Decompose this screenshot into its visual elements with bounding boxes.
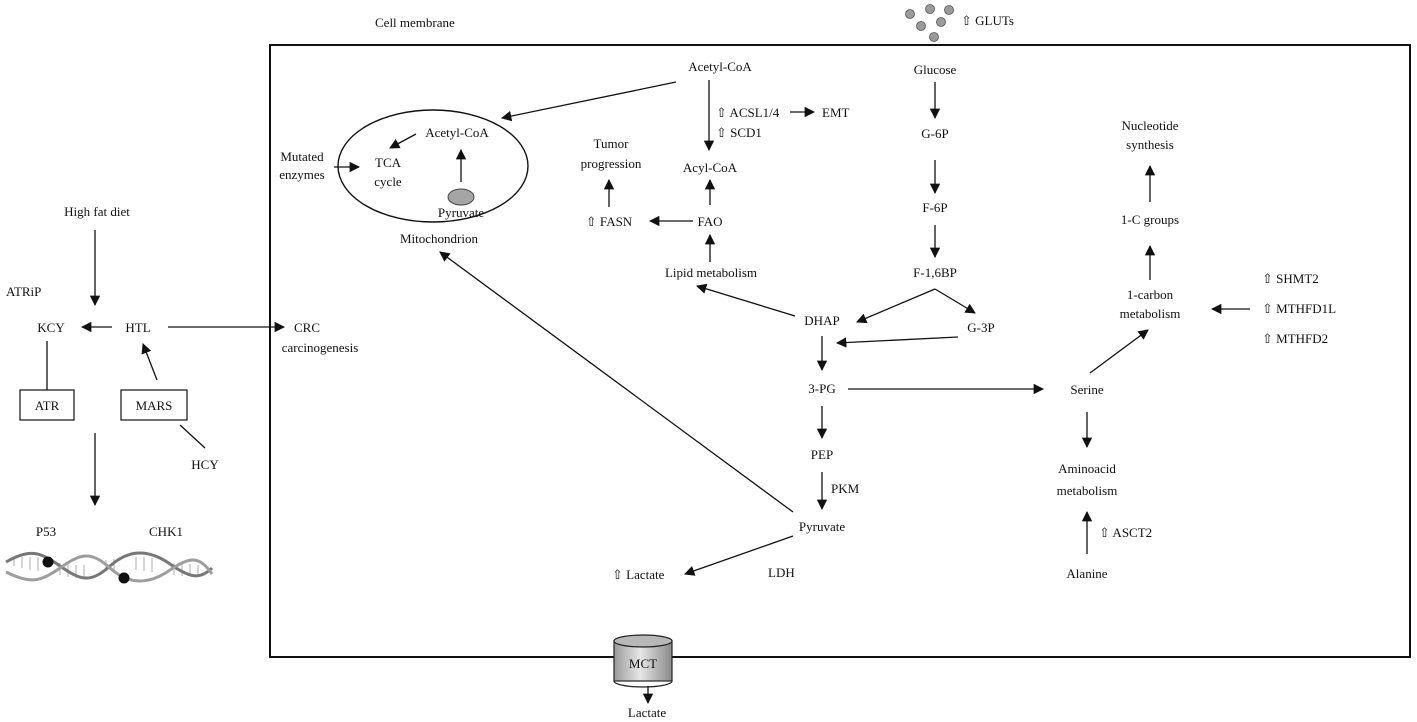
- aminoacid-metabolism-label-line2: metabolism: [1057, 483, 1118, 498]
- acetylcoa-label: Acetyl-CoA: [688, 59, 752, 74]
- pyruvate-to-lactate-arrow: [684, 535, 794, 576]
- crc-label-line1: CRC: [294, 320, 320, 335]
- mthfd1l-label: ⇧ MTHFD1L: [1262, 301, 1336, 316]
- acylcoa-label: Acyl-CoA: [683, 160, 738, 175]
- chk1-label: CHK1: [149, 524, 183, 539]
- atrip-label: ATRiP: [6, 284, 41, 299]
- fao-label: FAO: [697, 214, 722, 229]
- glut-particles-icon: [905, 4, 954, 42]
- hcy-label: HCY: [191, 457, 219, 472]
- p53-label: P53: [36, 524, 56, 539]
- atr-box: [19, 389, 75, 421]
- pep-label: PEP: [811, 447, 833, 462]
- g6p-label: G-6P: [921, 126, 948, 141]
- mutated-enzymes-label-line1: Mutated: [280, 149, 324, 164]
- serine-to-1c-arrow: [1089, 329, 1149, 374]
- scd1-label: ⇧ SCD1: [716, 125, 762, 140]
- 3pg-label: 3-PG: [808, 381, 835, 396]
- ldh-label: LDH: [768, 565, 795, 580]
- aminoacid-metabolism-label-line1: Aminoacid: [1058, 461, 1116, 476]
- crc-label-line2: carcinogenesis: [282, 340, 359, 355]
- nucleotide-synthesis-label-line1: Nucleotide: [1121, 118, 1178, 133]
- tca-label-line2: cycle: [374, 174, 402, 189]
- kcy-label: KCY: [37, 320, 65, 335]
- cell-membrane-label: Cell membrane: [375, 15, 455, 30]
- mito-acetylcoa-label: Acetyl-CoA: [425, 125, 489, 140]
- dna-helix-icon: [5, 551, 214, 584]
- shmt2-label: ⇧ SHMT2: [1262, 271, 1319, 286]
- acsl-label: ⇧ ACSL1/4: [716, 105, 780, 120]
- fasn-label: ⇧ FASN: [586, 214, 633, 229]
- lactate-label: ⇧ Lactate: [612, 567, 665, 582]
- pyruvate-label: Pyruvate: [799, 519, 845, 534]
- nucleotide-synthesis-label-line2: synthesis: [1126, 137, 1174, 152]
- mars-to-hcy-connector: [179, 424, 206, 449]
- tca-label-line1: TCA: [375, 155, 402, 170]
- f16bp-label: F-1,6BP: [913, 265, 957, 280]
- mutated-enzymes-label-line2: enzymes: [279, 167, 324, 182]
- mito-acetylcoa-to-tca-arrow: [389, 133, 417, 149]
- pyruvate-to-mitochondrion-arrow: [439, 251, 794, 513]
- pkm-label: PKM: [831, 481, 860, 496]
- lactate-out-label: Lactate: [628, 705, 666, 720]
- 1c-metabolism-label-line2: metabolism: [1120, 306, 1181, 321]
- glucose-label: Glucose: [914, 62, 957, 77]
- high-fat-diet-label: High fat diet: [64, 204, 130, 219]
- f16bp-to-dhap-arrow: [856, 288, 936, 324]
- g3p-to-3pg-arrow: [835, 336, 959, 348]
- mars-box: [120, 389, 188, 421]
- tumor-progression-label-line2: progression: [581, 156, 642, 171]
- g3p-label: G-3P: [967, 320, 994, 335]
- mars-label: MARS: [136, 398, 173, 413]
- 1c-groups-label: 1-C groups: [1121, 212, 1179, 227]
- mct-transporter-icon: [613, 634, 673, 688]
- acetylcoa-to-mitochondrion-arrow: [500, 81, 677, 122]
- atr-label: ATR: [35, 398, 60, 413]
- dhap-label: DHAP: [804, 313, 839, 328]
- f6p-label: F-6P: [922, 200, 947, 215]
- htl-label: HTL: [125, 320, 150, 335]
- f16bp-to-g3p-arrow: [934, 288, 976, 314]
- 1c-metabolism-label-line1: 1-carbon: [1127, 287, 1174, 302]
- emt-label: EMT: [822, 105, 850, 120]
- tumor-progression-label-line1: Tumor: [594, 136, 630, 151]
- mito-pyruvate-label: Pyruvate: [438, 205, 484, 220]
- serine-label: Serine: [1070, 382, 1103, 397]
- pyruvate-particle-icon: [447, 188, 475, 206]
- alanine-label: Alanine: [1066, 566, 1107, 581]
- lipid-metabolism-label: Lipid metabolism: [665, 265, 757, 280]
- mars-to-htl-arrow: [141, 343, 158, 381]
- dhap-to-lipid-arrow: [696, 283, 796, 317]
- mitochondrion-ellipse: [337, 109, 529, 223]
- mitochondrion-label: Mitochondrion: [400, 231, 478, 246]
- mct-label: MCT: [629, 656, 657, 671]
- cell-membrane-box: [269, 44, 1411, 658]
- mthfd2-label: ⇧ MTHFD2: [1262, 331, 1328, 346]
- asct2-label: ⇧ ASCT2: [1099, 525, 1152, 540]
- gluts-label: ⇧ GLUTs: [961, 13, 1014, 28]
